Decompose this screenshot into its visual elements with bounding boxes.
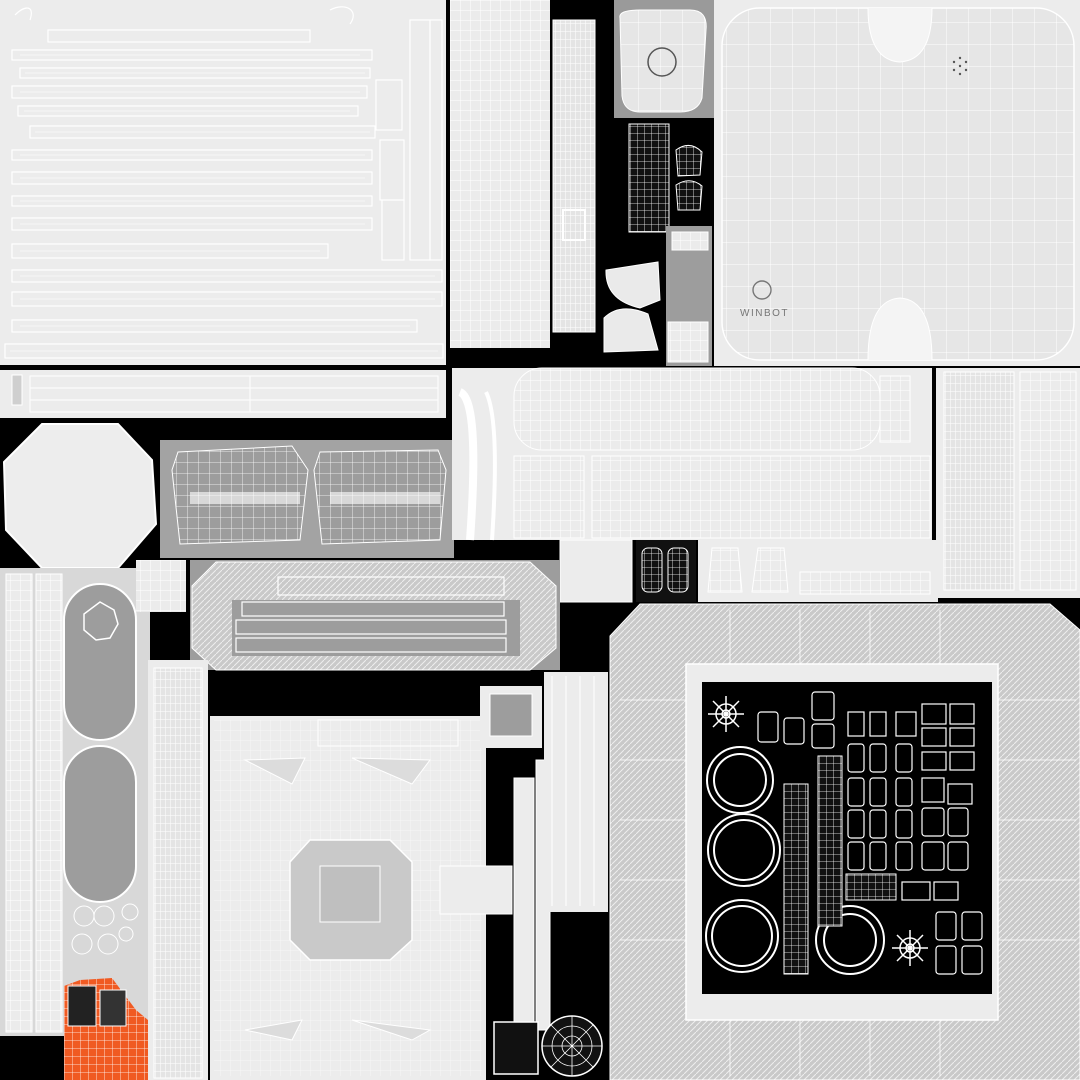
- uv-island-track-belts: [0, 560, 186, 1036]
- uv-island-bottom-plate: [148, 660, 513, 1080]
- uv-island-wheel-pods: [160, 440, 454, 558]
- winbot-wordmark: WINBOT: [740, 308, 789, 319]
- gear-icon: [892, 930, 928, 966]
- winbot-logo: WINBOT: [740, 280, 789, 319]
- uv-island-small-parts: [559, 539, 938, 603]
- uv-island-side-bars: [0, 370, 446, 418]
- uv-island-top-plate: WINBOT: [714, 0, 1080, 366]
- gear-icon: [708, 696, 744, 732]
- uv-island-top-cap: [603, 0, 714, 366]
- uv-island-orange-accent: [64, 978, 148, 1080]
- uv-island-side-rails: [480, 672, 608, 1039]
- winbot-e-icon: [752, 280, 772, 300]
- uv-island-round-disc: [0, 418, 160, 569]
- speaker-dots-icon: [952, 56, 968, 76]
- uv-island-strip-sheet: [0, 0, 446, 365]
- uv-island-bottom-knob: [493, 1015, 603, 1077]
- uv-island-grid-panel: [450, 0, 596, 348]
- uv-island-parts-panel: [702, 682, 992, 994]
- uv-island-bumper: [190, 560, 560, 671]
- uv-island-front-housing: [452, 367, 1080, 598]
